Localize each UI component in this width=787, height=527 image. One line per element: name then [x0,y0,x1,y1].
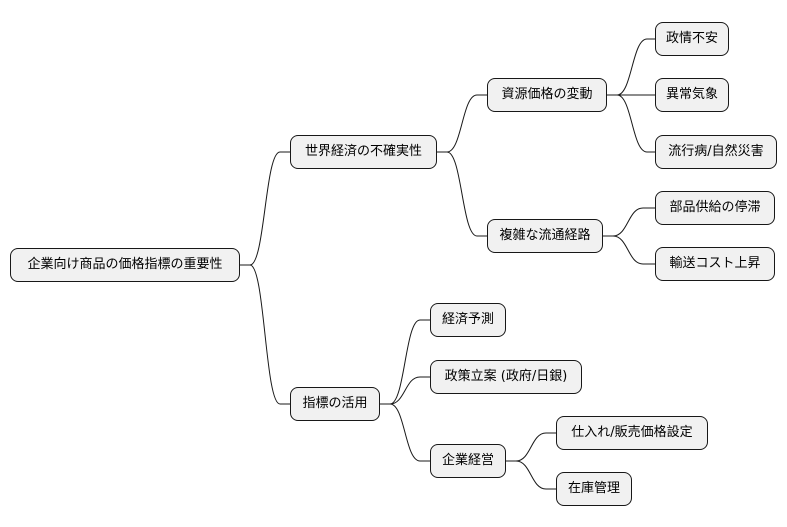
edge-usage-forecast [380,319,430,405]
node-pricing: 仕入れ/販売価格設定 [556,416,708,450]
node-political: 政情不安 [655,22,729,56]
edge-uncertainty-complex [437,151,487,237]
node-pandemic: 流行病/自然災害 [655,135,777,169]
node-policy: 政策立案 (政府/日銀) [430,360,582,394]
node-management: 企業経営 [430,444,506,478]
node-resource-price: 資源価格の変動 [487,78,607,112]
edge-management-inventory [506,460,556,490]
node-forecast: 経済予測 [430,303,506,337]
node-weather: 異常気象 [655,78,729,112]
node-uncertainty: 世界経済の不確実性 [290,135,437,169]
node-transport-cost: 輸送コスト上昇 [655,247,775,281]
node-inventory: 在庫管理 [556,472,632,506]
node-root: 企業向け商品の価格指標の重要性 [10,248,240,282]
edge-resource-political [607,38,655,96]
node-supply-stop: 部品供給の停滞 [655,191,775,225]
edge-root-uncertainty [240,151,290,266]
node-complex-dist: 複雑な流通経路 [487,219,603,253]
edge-uncertainty-resource [437,94,487,153]
edge-complex-supply [603,207,655,237]
edge-complex-transport [603,235,655,265]
edge-root-usage [240,264,290,405]
edge-resource-pandemic [607,94,655,153]
edge-management-pricing [506,432,556,462]
node-usage: 指標の活用 [290,387,380,421]
edge-usage-policy [380,376,430,405]
edge-usage-management [380,403,430,462]
